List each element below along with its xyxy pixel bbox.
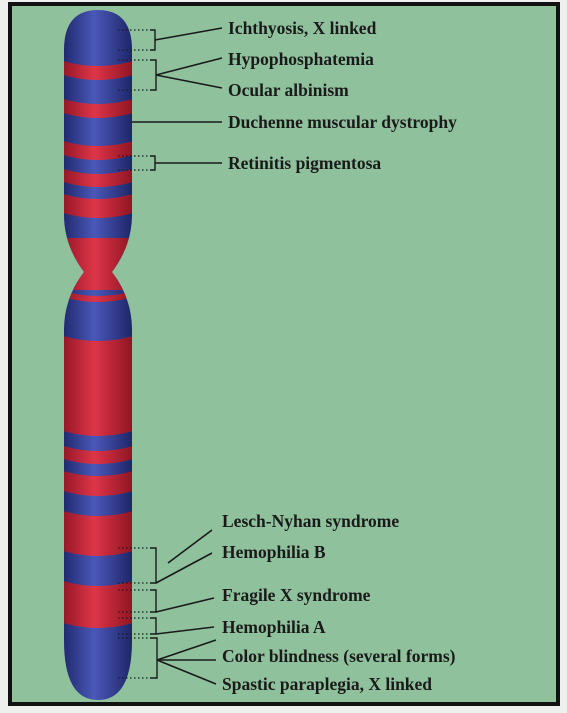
label-fragile-x: Fragile X syndrome xyxy=(222,585,371,605)
label-ocular-albinism: Ocular albinism xyxy=(228,80,349,100)
label-hemophilia-a: Hemophilia A xyxy=(222,617,326,637)
label-lesch-nyhan: Lesch-Nyhan syndrome xyxy=(222,511,399,531)
label-hemophilia-b: Hemophilia B xyxy=(222,542,326,562)
label-ichthyosis: Ichthyosis, X linked xyxy=(228,18,377,38)
label-hypophosphatemia: Hypophosphatemia xyxy=(228,49,374,69)
label-duchenne: Duchenne muscular dystrophy xyxy=(228,112,457,132)
x-chromosome xyxy=(60,5,136,705)
label-color-blindness: Color blindness (several forms) xyxy=(222,646,456,666)
label-spastic-paraplegia: Spastic paraplegia, X linked xyxy=(222,674,432,694)
label-retinitis-pigmentosa: Retinitis pigmentosa xyxy=(228,153,381,173)
